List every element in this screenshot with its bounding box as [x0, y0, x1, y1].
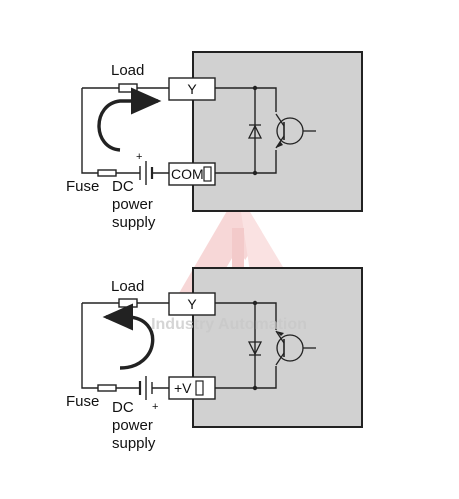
output-transistor-circuit: [215, 300, 316, 391]
polarity-plus: +: [136, 151, 142, 163]
power-label: power: [112, 196, 153, 213]
polarity-plus: +: [152, 401, 158, 413]
watermark-text: Industry Automation: [151, 316, 307, 333]
fuse: [97, 169, 117, 177]
com-terminal-label: COM: [171, 166, 204, 182]
load-resistor: [118, 83, 138, 93]
y-terminal[interactable]: [168, 77, 216, 101]
com-terminal-screw: [203, 166, 212, 182]
dc-battery: [139, 161, 154, 185]
plus-v-terminal-label: +V: [174, 380, 192, 396]
y-terminal-label: Y: [187, 296, 197, 312]
y-terminal[interactable]: [168, 292, 216, 316]
top-circuit: Y COM Load Fuse + DC power supply: [66, 51, 363, 231]
output-transistor-circuit: [215, 85, 316, 176]
load-resistor: [118, 298, 138, 308]
plus-v-terminal-screw: [195, 380, 204, 396]
load-label: Load: [111, 62, 144, 79]
bottom-circuit: Y +V Load Fuse + DC power supply: [66, 267, 363, 452]
current-flow-arrow: [102, 303, 155, 370]
dc-label: DC: [112, 399, 134, 416]
current-flow-arrow: [97, 87, 162, 152]
supply-label: supply: [112, 214, 156, 231]
load-label: Load: [111, 278, 144, 295]
power-label: power: [112, 417, 153, 434]
fuse-label: Fuse: [66, 393, 99, 410]
dc-battery: [138, 376, 153, 400]
y-terminal-label: Y: [187, 81, 197, 97]
fuse: [97, 384, 117, 392]
fuse-label: Fuse: [66, 178, 99, 195]
dc-label: DC: [112, 178, 134, 195]
supply-label: supply: [112, 435, 156, 452]
